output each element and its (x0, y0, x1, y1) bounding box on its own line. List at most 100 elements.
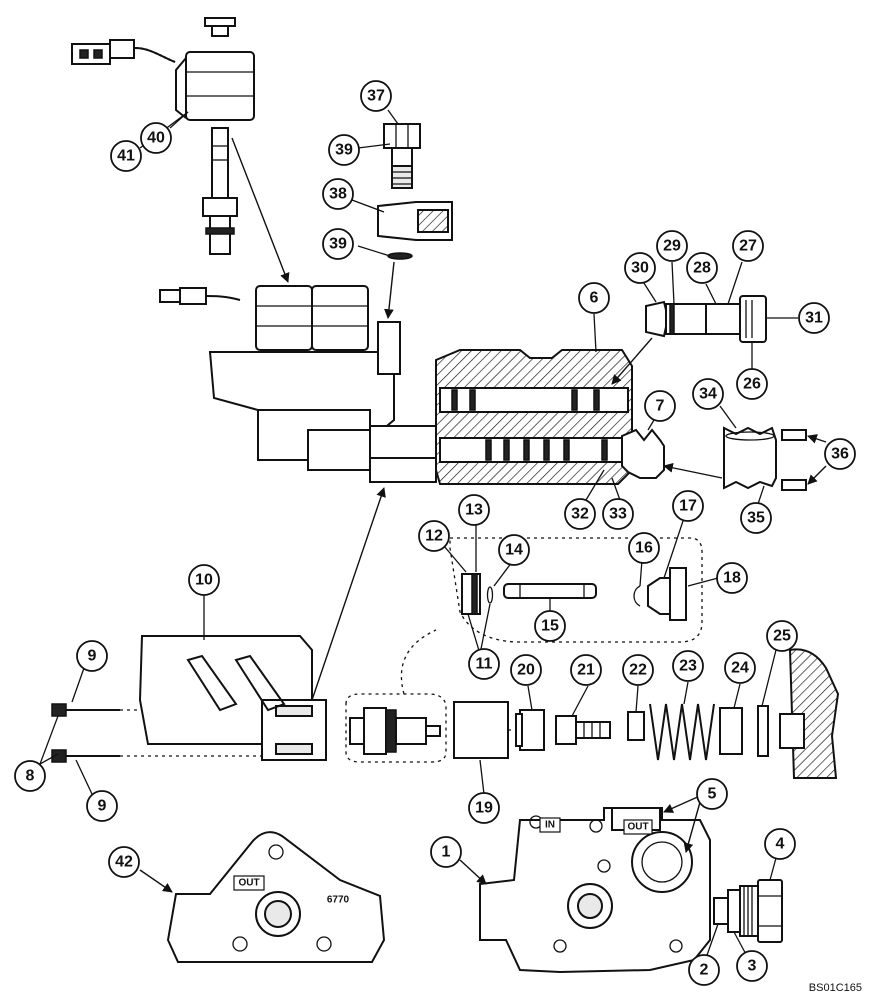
callout-39-upper: 39 (328, 134, 360, 166)
in-port-stamp: IN (545, 820, 555, 831)
callout-27: 27 (732, 230, 764, 262)
callout-29: 29 (656, 230, 688, 262)
callout-17: 17 (672, 490, 704, 522)
callout-26: 26 (736, 368, 768, 400)
callout-37: 37 (360, 80, 392, 112)
callout-32: 32 (564, 498, 596, 530)
callout-36: 36 (824, 438, 856, 470)
callout-24: 24 (724, 652, 756, 684)
callout-39-lower: 39 (322, 228, 354, 260)
solenoid-assembly-top (71, 17, 255, 255)
callout-21: 21 (570, 654, 602, 686)
callout-11: 11 (468, 648, 500, 680)
callout-13: 13 (458, 494, 490, 526)
callout-8: 8 (14, 760, 46, 792)
svg-text:26: 26 (743, 376, 761, 393)
svg-text:2: 2 (700, 962, 709, 979)
callout-9-upper: 9 (76, 640, 108, 672)
svg-text:40: 40 (147, 130, 165, 147)
callout-12: 12 (418, 520, 450, 552)
callout-1: 1 (430, 836, 462, 868)
callout-16: 16 (628, 532, 660, 564)
valve-body-assembly (159, 285, 665, 485)
svg-text:36: 36 (831, 446, 849, 463)
callout-33: 33 (602, 498, 634, 530)
svg-text:29: 29 (663, 238, 681, 255)
svg-text:18: 18 (723, 570, 741, 587)
svg-text:42: 42 (115, 854, 133, 871)
callout-23: 23 (672, 650, 704, 682)
svg-text:15: 15 (541, 618, 559, 635)
svg-text:9: 9 (88, 648, 97, 665)
callout-20: 20 (510, 654, 542, 686)
callout-4: 4 (764, 828, 796, 860)
svg-text:24: 24 (731, 660, 749, 677)
svg-text:25: 25 (773, 628, 791, 645)
callout-15: 15 (534, 610, 566, 642)
svg-text:1: 1 (442, 844, 451, 861)
callout-9-lower: 9 (86, 790, 118, 822)
callout-28: 28 (686, 252, 718, 284)
svg-text:4: 4 (776, 836, 785, 853)
callout-42: 42 (108, 846, 140, 878)
callout-34: 34 (692, 378, 724, 410)
svg-text:41: 41 (117, 148, 135, 165)
callout-3: 3 (736, 950, 768, 982)
svg-text:33: 33 (609, 506, 627, 523)
callout-25: 25 (766, 620, 798, 652)
callout-7: 7 (644, 390, 676, 422)
svg-text:31: 31 (805, 310, 823, 327)
svg-text:20: 20 (517, 662, 535, 679)
callout-10: 10 (188, 564, 220, 596)
casting-number-stamp: 6770 (327, 895, 350, 906)
svg-text:6: 6 (590, 290, 599, 307)
callout-19: 19 (468, 792, 500, 824)
svg-text:39: 39 (329, 236, 347, 253)
svg-text:21: 21 (577, 662, 595, 679)
svg-text:37: 37 (367, 88, 385, 105)
svg-text:12: 12 (425, 528, 443, 545)
callout-22: 22 (622, 654, 654, 686)
callout-38: 38 (322, 178, 354, 210)
svg-text:34: 34 (699, 386, 717, 403)
cartridge-valve-assembly (645, 295, 767, 343)
callout-30: 30 (624, 252, 656, 284)
svg-text:9: 9 (98, 798, 107, 815)
svg-text:7: 7 (656, 398, 665, 415)
svg-text:8: 8 (26, 768, 35, 785)
svg-text:27: 27 (739, 238, 757, 255)
svg-text:23: 23 (679, 658, 697, 675)
leader-lines (39, 109, 827, 959)
svg-text:3: 3 (748, 958, 757, 975)
svg-text:30: 30 (631, 260, 649, 277)
valve-section (51, 629, 840, 779)
svg-text:39: 39 (335, 142, 353, 159)
callout-31: 31 (798, 302, 830, 334)
svg-text:19: 19 (475, 800, 493, 817)
callout-5: 5 (696, 778, 728, 810)
out-port-stamp: OUT (627, 822, 648, 833)
banjo-fitting-assembly (377, 123, 453, 260)
svg-text:38: 38 (329, 186, 347, 203)
bellows-cover-assembly (723, 426, 807, 491)
svg-text:11: 11 (476, 656, 493, 673)
callout-40: 40 (140, 122, 172, 154)
cover-plate: OUT 6770 (166, 831, 386, 963)
svg-text:13: 13 (465, 502, 483, 519)
svg-text:28: 28 (693, 260, 711, 277)
svg-text:22: 22 (629, 662, 647, 679)
svg-text:17: 17 (679, 498, 697, 515)
cover-out-stamp: OUT (238, 878, 259, 889)
pump-body: IN OUT (479, 807, 783, 974)
callout-6: 6 (578, 282, 610, 314)
figure-code: BS01C165 (808, 982, 862, 994)
svg-text:14: 14 (505, 542, 523, 559)
callout-2: 2 (688, 954, 720, 986)
svg-text:10: 10 (195, 572, 213, 589)
svg-text:5: 5 (708, 786, 717, 803)
svg-text:35: 35 (747, 510, 765, 527)
callout-41: 41 (110, 140, 142, 172)
spool-kit-group (449, 537, 703, 643)
callout-35: 35 (740, 502, 772, 534)
